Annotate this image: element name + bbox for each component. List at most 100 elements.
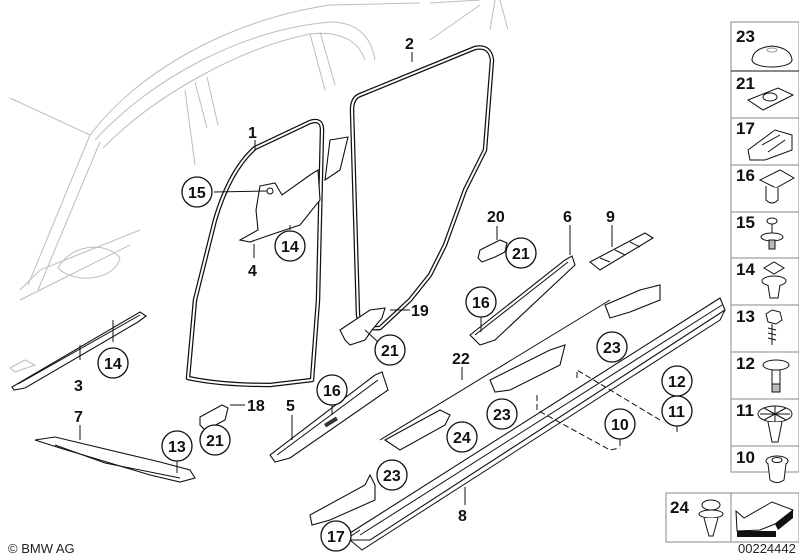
svg-text:10: 10 [611, 417, 629, 434]
svg-text:14: 14 [736, 260, 755, 279]
part-22-clip-strips[interactable] [309, 284, 661, 526]
svg-text:16: 16 [323, 383, 341, 400]
svg-text:21: 21 [736, 74, 755, 93]
callouts: 15 14 14 13 21 16 21 21 16 23 23 23 24 1… [97, 176, 693, 552]
svg-text:13: 13 [736, 307, 755, 326]
callout-11[interactable]: 11 [661, 395, 693, 427]
callout-23-upper[interactable]: 23 [596, 331, 628, 363]
svg-text:15: 15 [188, 185, 206, 202]
part-6-rear-sill-plate[interactable] [469, 255, 576, 346]
part-5-front-sill-plate[interactable] [269, 371, 389, 463]
legend-item-21[interactable]: 21 [731, 74, 799, 119]
callout-23-lower[interactable]: 23 [376, 459, 408, 491]
label-19[interactable]: 19 [411, 303, 429, 320]
svg-text:12: 12 [736, 354, 755, 373]
legend-item-23[interactable]: 23 [731, 27, 799, 72]
svg-text:10: 10 [736, 448, 755, 467]
svg-text:11: 11 [736, 401, 754, 420]
part-4-pillar-trim[interactable] [238, 136, 349, 243]
expanding-rivet-icon [698, 499, 724, 537]
svg-text:11: 11 [668, 404, 685, 421]
legend-item-11[interactable]: 11 [731, 401, 799, 447]
plastic-rivet-icon [762, 359, 790, 393]
label-1[interactable]: 1 [248, 125, 257, 142]
callout-16-rear[interactable]: 16 [465, 286, 497, 318]
cap-icon [751, 45, 793, 68]
legend-item-24[interactable]: 24 [670, 498, 724, 537]
label-3[interactable]: 3 [74, 378, 83, 395]
svg-text:17: 17 [327, 529, 345, 546]
callout-12[interactable]: 12 [661, 365, 693, 397]
label-22[interactable]: 22 [452, 351, 470, 368]
push-rivet-icon [760, 217, 784, 250]
part-2-rear-door-seal[interactable] [349, 45, 495, 331]
label-9[interactable]: 9 [606, 209, 615, 226]
callout-14-pillar[interactable]: 14 [274, 230, 306, 262]
legend-item-15[interactable]: 15 [731, 213, 799, 259]
arrow-icon[interactable] [735, 501, 795, 537]
callout-14-sill[interactable]: 14 [97, 347, 129, 379]
svg-text:17: 17 [736, 119, 755, 138]
label-18[interactable]: 18 [247, 398, 265, 415]
svg-text:21: 21 [206, 433, 224, 450]
svg-text:16: 16 [736, 166, 755, 185]
callout-23-mid[interactable]: 23 [486, 398, 518, 430]
part-20-bracket[interactable] [477, 239, 508, 263]
parts-legend: 23 21 17 16 [665, 21, 799, 543]
label-8[interactable]: 8 [458, 508, 467, 525]
callout-21-lower[interactable]: 21 [199, 424, 231, 456]
clamp-clip-icon [747, 129, 793, 161]
leader-10-11 [536, 369, 661, 451]
grommet-icon [765, 455, 789, 483]
legend-item-14[interactable]: 14 [731, 260, 799, 306]
clip-with-nut-icon [761, 261, 787, 299]
part-1-front-door-seal[interactable] [185, 118, 325, 388]
svg-text:23: 23 [736, 27, 755, 46]
svg-text:23: 23 [383, 468, 401, 485]
svg-text:12: 12 [668, 374, 686, 391]
svg-text:15: 15 [736, 213, 755, 232]
part-9-vent-grille[interactable] [589, 232, 655, 271]
label-7[interactable]: 7 [74, 409, 83, 426]
callout-21-upper[interactable]: 21 [505, 237, 537, 269]
legend-item-13[interactable]: 13 [731, 307, 799, 353]
svg-text:13: 13 [168, 439, 186, 456]
legend-item-10[interactable]: 10 [731, 448, 799, 494]
diagram-number: 00224442 [738, 541, 796, 556]
callout-15[interactable]: 15 [181, 176, 213, 208]
clip-nut-icon [746, 87, 795, 111]
svg-text:21: 21 [381, 343, 399, 360]
spreader-rivet-icon [757, 405, 793, 443]
callout-10[interactable]: 10 [604, 408, 636, 440]
legend-item-16[interactable]: 16 [731, 166, 799, 213]
svg-text:14: 14 [104, 356, 122, 373]
hex-screw-icon [765, 309, 783, 345]
svg-text:23: 23 [603, 340, 621, 357]
legend-item-17[interactable]: 17 [731, 119, 799, 166]
legend-item-12[interactable]: 12 [731, 354, 799, 400]
callout-16-front[interactable]: 16 [316, 374, 348, 406]
copyright-text: © BMW AG [8, 541, 75, 556]
label-20[interactable]: 20 [487, 209, 505, 226]
svg-text:14: 14 [281, 239, 299, 256]
label-4[interactable]: 4 [248, 263, 257, 280]
callout-24[interactable]: 24 [446, 421, 478, 453]
expanding-clip-icon [758, 169, 796, 204]
svg-text:24: 24 [453, 430, 471, 447]
callout-17[interactable]: 17 [320, 520, 352, 552]
svg-text:23: 23 [493, 407, 511, 424]
label-2[interactable]: 2 [405, 36, 414, 53]
callout-13[interactable]: 13 [161, 430, 193, 462]
car-body-outline [9, 0, 509, 373]
part-labels: 1 2 3 4 5 6 7 8 9 18 19 20 22 [74, 36, 615, 525]
callout-21-mid[interactable]: 21 [374, 334, 406, 366]
label-5[interactable]: 5 [286, 398, 295, 415]
part-18-bracket[interactable] [199, 404, 229, 431]
part-19-bracket[interactable] [339, 307, 386, 346]
part-7-sill-cover[interactable] [34, 436, 196, 483]
svg-text:21: 21 [512, 246, 530, 263]
svg-text:24: 24 [670, 498, 689, 517]
svg-text:16: 16 [472, 295, 490, 312]
label-6[interactable]: 6 [563, 209, 572, 226]
